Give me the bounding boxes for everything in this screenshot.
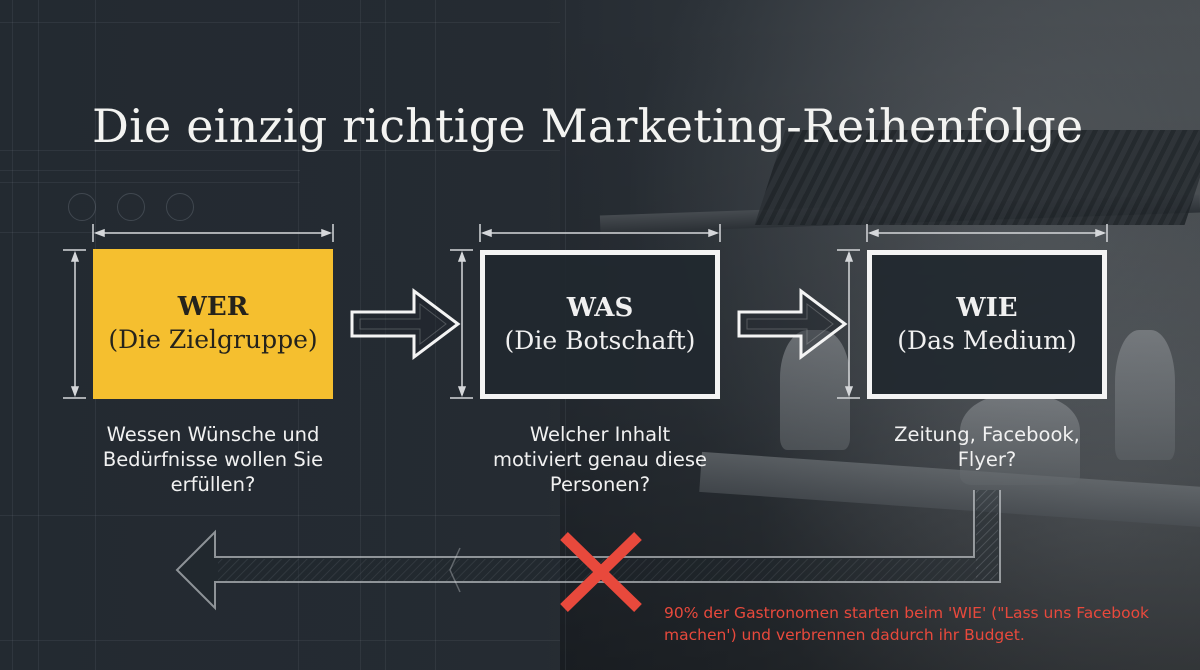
blueprint-grid-line: [435, 0, 436, 670]
description-line: Bedürfnisse wollen Sie: [102, 448, 324, 471]
arrow-right-icon: [350, 288, 461, 360]
description-line: Flyer?: [957, 448, 1017, 471]
chef-silhouette: [780, 330, 850, 450]
step-key: WAS: [566, 292, 634, 323]
description-line: Wessen Wünsche und: [106, 423, 320, 446]
blueprint-grid-line: [12, 0, 13, 670]
step-subtitle: (Die Botschaft): [504, 325, 696, 355]
chef-silhouette: [960, 395, 1080, 485]
blueprint-grid-line: [0, 640, 560, 641]
step-description-wie: Zeitung, Facebook, Flyer?: [847, 422, 1127, 472]
step-subtitle: (Die Zielgruppe): [108, 325, 318, 354]
step-key: WER: [177, 292, 249, 322]
step-key: WIE: [956, 292, 1018, 323]
step-box-wer: WER (Die Zielgruppe): [93, 249, 333, 399]
blueprint-grid-line: [38, 0, 39, 670]
blueprint-grid-line: [0, 170, 300, 171]
description-line: Personen?: [549, 473, 651, 496]
description-line: erfüllen?: [170, 473, 256, 496]
blueprint-grid-line: [0, 22, 560, 23]
step-description-was: Welcher Inhalt motiviert genau diese Per…: [460, 422, 740, 497]
warning-line: machen') und verbrennen dadurch ihr Budg…: [664, 626, 1025, 644]
step-box-wie: WIE (Das Medium): [867, 250, 1107, 399]
step-box-was: WAS (Die Botschaft): [480, 250, 720, 399]
stove-knob-icon: [117, 193, 145, 221]
stove-knob-icon: [166, 193, 194, 221]
description-line: motiviert genau diese: [493, 448, 707, 471]
warning-line: 90% der Gastronomen starten beim 'WIE' (…: [664, 604, 1150, 622]
step-subtitle: (Das Medium): [897, 325, 1077, 355]
blueprint-grid-line: [0, 515, 560, 516]
chef-silhouette: [1115, 330, 1175, 460]
description-line: Welcher Inhalt: [529, 423, 671, 446]
stove-knob-icon: [68, 193, 96, 221]
blueprint-grid-line: [0, 150, 560, 151]
description-line: Zeitung, Facebook,: [894, 423, 1080, 446]
arrow-right-icon: [737, 288, 848, 360]
step-description-wer: Wessen Wünsche und Bedürfnisse wollen Si…: [73, 422, 353, 497]
warning-text: 90% der Gastronomen starten beim 'WIE' (…: [664, 602, 1194, 646]
page-title: Die einzig richtige Marketing-Reihenfolg…: [92, 98, 1084, 153]
blueprint-grid-line: [0, 182, 300, 183]
red-x-cross-icon: [560, 532, 642, 612]
